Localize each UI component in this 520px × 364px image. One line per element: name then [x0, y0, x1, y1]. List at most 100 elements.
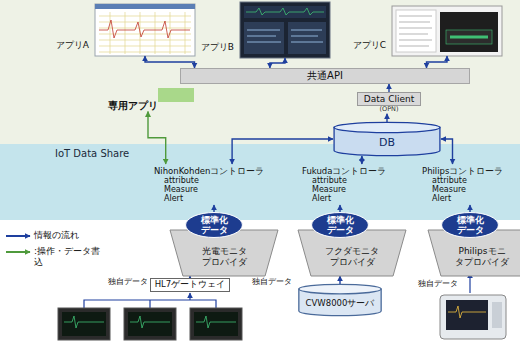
node-label: Fukudaコントローラ [302, 166, 386, 176]
screen-rows [247, 30, 323, 42]
trapezoid-fill [170, 230, 278, 276]
flow-connector [145, 56, 195, 68]
node-label: Data Client [357, 92, 421, 106]
philips-monitor [440, 295, 506, 339]
monitor [190, 308, 242, 340]
cylinder-top [299, 284, 381, 294]
node-item: attribute [302, 176, 347, 185]
ellipse-fill [312, 213, 369, 238]
screen-panel [244, 22, 284, 54]
waveform [64, 316, 104, 328]
waveform [99, 20, 190, 38]
standard-data-ellipse: 標準化データ [185, 212, 243, 238]
monitor [58, 308, 110, 340]
screen-panel [440, 12, 498, 52]
node-item: Measure [422, 185, 466, 194]
database-cylinder: DB [333, 122, 441, 156]
node-label: Philipsコントローラ [422, 166, 503, 176]
waveform [130, 316, 170, 328]
flow-connector [339, 205, 340, 212]
app-block [158, 88, 194, 102]
node-label: DB [379, 137, 395, 150]
monitor-buttons [492, 302, 502, 328]
flow-arrow [189, 293, 190, 300]
monitor [124, 308, 176, 340]
node-item: Measure [154, 185, 198, 194]
monitor-screen [446, 300, 488, 330]
controller: NihonKohdenコントローラattributeMeasureAlert [152, 164, 266, 205]
flow-connector [441, 139, 453, 164]
node-label: 専用アプリ [108, 100, 158, 112]
app-window: アプリB [240, 2, 330, 58]
monitor-screen [128, 312, 172, 336]
node-item: attribute [422, 176, 467, 185]
waveform [448, 306, 486, 318]
node-item: Alert [302, 194, 331, 203]
node-item: Alert [422, 194, 451, 203]
legend-text: :操作・データ書 込 [34, 246, 106, 268]
data-note: 独自データ [252, 276, 292, 287]
legend-sample [6, 235, 30, 237]
controller: PhilipsコントローラattributeMeasureAlert [420, 164, 505, 205]
node-label: アプリC [353, 40, 386, 50]
flow-connector [270, 58, 285, 68]
server-cylinder: CVW8000サーバ [298, 284, 382, 316]
node-label: 標準化データ [199, 215, 229, 235]
monitor-wires [84, 300, 216, 308]
screen-panel [244, 6, 326, 18]
screen-panel [396, 10, 436, 52]
controller: FukudaコントローラattributeMeasureAlert [300, 164, 388, 205]
screen-panel [288, 22, 326, 54]
flow-connector [469, 205, 470, 212]
node-label: IoT Data Share [55, 148, 129, 160]
app-screenshot [240, 2, 330, 58]
dedicated-app: 専用アプリ [108, 100, 158, 112]
iot-band-ground [0, 144, 520, 220]
monitor-screen [62, 312, 106, 336]
ellipse-fill [186, 213, 243, 238]
list-rows [399, 16, 432, 46]
trapezoid-fill [298, 230, 406, 276]
legend-sample [6, 251, 30, 253]
waveform [246, 8, 324, 15]
flow-connector [232, 139, 333, 164]
node-label: Philipsモニ タプロバイダ [438, 246, 520, 268]
node-label: NihonKohdenコントローラ [154, 166, 264, 176]
gateway-box: HL7ゲートウェイ [150, 278, 230, 292]
waveform [196, 316, 236, 328]
provider-trapezoid: フクダモニタ プロバイダ [298, 230, 406, 276]
cylinder-top [334, 122, 440, 132]
flow-connector [427, 56, 448, 68]
node-item: Alert [154, 194, 183, 203]
trapezoid-fill [428, 230, 520, 276]
node-label: フクダモニタ プロバイダ [308, 246, 396, 268]
app-layer-ground [0, 0, 520, 144]
flow-connector [361, 156, 362, 164]
node-item: attribute [154, 176, 199, 185]
flow-connector [148, 112, 166, 165]
data-note: 独自データ [108, 276, 148, 287]
legend-text: 情報の流れ [34, 230, 114, 241]
ellipse-fill [442, 213, 499, 238]
node-label: HL7ゲートウェイ [155, 280, 226, 290]
node-item: Measure [302, 185, 346, 194]
standard-data-ellipse: 標準化データ [441, 212, 499, 238]
standard-data-ellipse: 標準化データ [311, 212, 369, 238]
node-label: 光電モニタ プロバイダ [180, 246, 268, 268]
value-bar [450, 36, 488, 39]
node-label: アプリA [56, 40, 89, 50]
app-window: アプリC [392, 6, 502, 56]
api-bar: 共通API [180, 68, 470, 84]
app-screenshot [95, 4, 195, 56]
value-panel [446, 30, 492, 44]
node-label: アプリB [201, 42, 234, 52]
data-note: 独自データ [418, 278, 458, 289]
title-bar [95, 4, 195, 9]
iot-band: IoT Data ShareNihonKohdenコントローラattribute… [0, 144, 520, 220]
flow-connector [386, 114, 387, 122]
grid-lines [99, 12, 191, 54]
node-label: CVW8000サーバ [306, 299, 375, 309]
flow-connector [213, 205, 214, 212]
data-client-box: Data Client(OPN) [345, 92, 433, 114]
app-window: アプリA [95, 4, 195, 56]
